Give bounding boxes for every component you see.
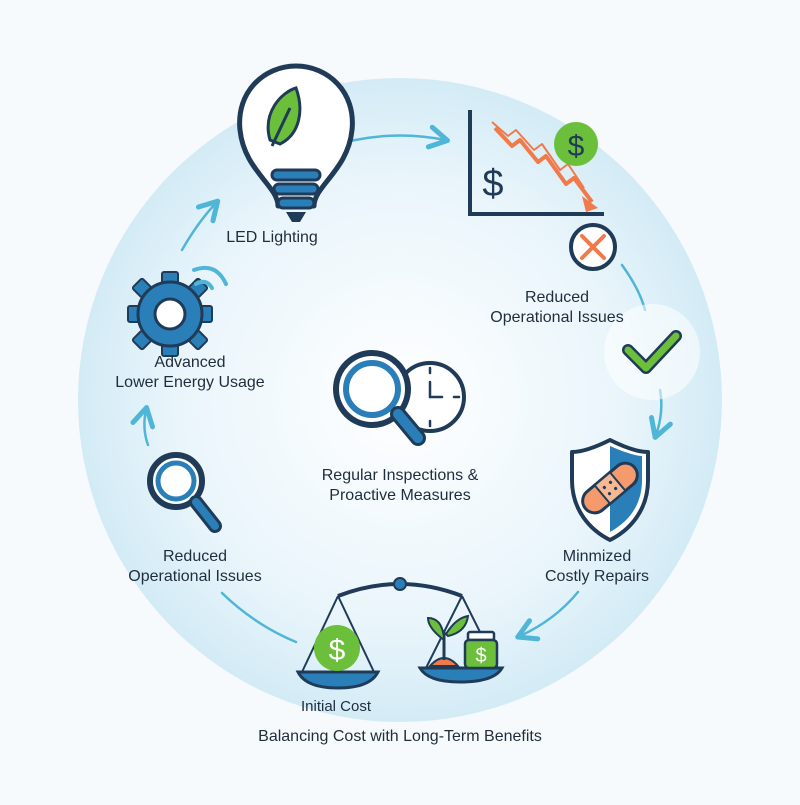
bandage-icon — [581, 461, 639, 515]
search-magnifier-icon — [147, 452, 222, 533]
cycle-arrows — [130, 124, 673, 644]
magnifier-clock-icon — [333, 350, 466, 446]
signal-icon — [192, 265, 228, 290]
advanced-line2: Lower Energy Usage — [115, 374, 265, 391]
center-line2: Proactive Measures — [329, 487, 471, 504]
reduced-left-line2: Operational Issues — [128, 568, 262, 585]
chart-dollar-icon: $ — [482, 163, 503, 205]
balance-scale-icon: $ $ — [295, 577, 505, 690]
reduced-left-line1: Reduced — [162, 548, 228, 565]
shield-icon — [570, 438, 650, 542]
scale-coin-glyph: $ — [329, 634, 346, 667]
gear-icon — [127, 265, 228, 357]
jar-dollar-glyph: $ — [475, 645, 486, 667]
plant-icon — [426, 614, 470, 667]
coin-dollar-glyph: $ — [568, 130, 585, 163]
leaf-icon — [266, 86, 302, 146]
initial-cost-text: Initial Cost — [300, 698, 372, 715]
arrow-left-up — [130, 405, 156, 447]
label-reduced-operational-issues-top: Reduced Operational Issues — [472, 288, 642, 328]
cost-chart-icon: $ $ — [468, 110, 604, 216]
led-bulb-icon — [237, 63, 355, 222]
center-line1: Regular Inspections & — [321, 467, 479, 484]
jar-icon: $ — [463, 630, 499, 670]
label-minimized-repairs: Minmized Costly Repairs — [527, 547, 667, 587]
led-lighting-text: LED Lighting — [226, 229, 318, 246]
minimized-line2: Costly Repairs — [544, 568, 650, 585]
advanced-line1: Advanced — [154, 354, 226, 371]
coin-icon — [554, 122, 598, 166]
cross-circle-icon — [569, 223, 617, 271]
label-reduced-operational-issues-left: Reduced Operational Issues — [110, 547, 280, 587]
label-initial-cost: Initial Cost — [286, 697, 386, 717]
arrow-repairs-to-scale — [515, 590, 580, 642]
label-led-lighting: LED Lighting — [202, 228, 342, 248]
label-advanced-energy: Advanced Lower Energy Usage — [100, 353, 280, 393]
minimized-line1: Minmized — [562, 548, 632, 565]
reduced-top-line1: Reduced — [524, 289, 590, 306]
arrow-scale-to-left — [220, 591, 298, 644]
label-regular-inspections: Regular Inspections & Proactive Measures — [290, 466, 510, 506]
caption-text: Balancing Cost with Long-Term Benefits — [258, 728, 542, 745]
arrow-gear-to-bulb — [180, 198, 221, 252]
checkmark-icon — [604, 304, 700, 400]
reduced-top-line2: Operational Issues — [490, 309, 624, 326]
scale-coin-icon — [314, 625, 360, 671]
diagram-caption: Balancing Cost with Long-Term Benefits — [200, 727, 600, 747]
